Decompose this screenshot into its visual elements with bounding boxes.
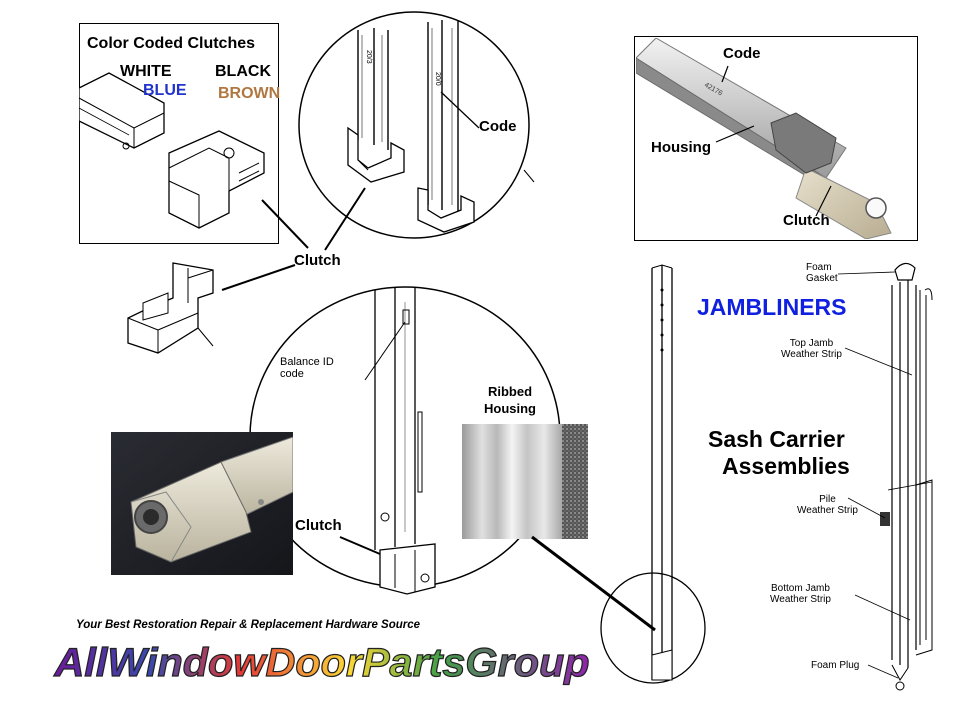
color-white-label: WHITE — [120, 63, 172, 80]
top-jamb-label: Top Jamb Weather Strip — [781, 338, 842, 360]
color-blue-label: BLUE — [143, 82, 187, 99]
bottom-jamb-label: Bottom Jamb Weather Strip — [770, 583, 831, 605]
housing-housing-label: Housing — [651, 139, 711, 156]
color-black-label: BLACK — [215, 63, 271, 80]
housing-clutch-label: Clutch — [783, 212, 830, 229]
sash-carrier-heading-2: Assemblies — [722, 453, 850, 479]
brand-logo-text: AllWindowDoorPartsGroup — [53, 641, 589, 685]
clutch-pointer-label: Clutch — [294, 252, 341, 269]
clutch-drawing — [79, 72, 265, 229]
top-circle-code-label: Code — [479, 118, 517, 135]
color-brown-label: BROWN — [218, 85, 281, 102]
small-clutch-drawing — [127, 262, 214, 354]
clutch-pointer-lines — [221, 187, 366, 291]
housing-code-label: Code — [723, 45, 761, 62]
ribbed-housing-label: Ribbed Housing — [484, 384, 536, 416]
clutches-title: Color Coded Clutches — [87, 35, 256, 52]
jambliner-drawing — [837, 262, 933, 691]
top-circle-detail: 20/3 20/0 — [298, 11, 535, 239]
balance-id-label: Balance ID code — [280, 356, 334, 380]
svg-text:20/3: 20/3 — [365, 50, 372, 64]
middle-clutch-label: Clutch — [295, 517, 342, 534]
ribbed-pointer-line — [531, 535, 656, 632]
foam-gasket-label: Foam Gasket — [806, 262, 838, 284]
balance-full-drawing — [600, 264, 706, 684]
svg-text:20/0: 20/0 — [434, 72, 441, 86]
housing-rendering: 42176 — [636, 38, 892, 239]
ribbed-housing-photo — [462, 424, 588, 539]
footer-tagline: Your Best Restoration Repair & Replaceme… — [76, 619, 421, 631]
sash-carrier-heading-1: Sash Carrier — [708, 426, 845, 452]
jambliners-heading: JAMBLINERS — [697, 294, 847, 320]
foam-plug-label: Foam Plug — [811, 660, 860, 671]
clutch-photo — [111, 432, 293, 575]
pile-strip-label: Pile Weather Strip — [797, 494, 858, 516]
brand-logo: AllWindowDoorPartsGroup — [53, 640, 590, 685]
